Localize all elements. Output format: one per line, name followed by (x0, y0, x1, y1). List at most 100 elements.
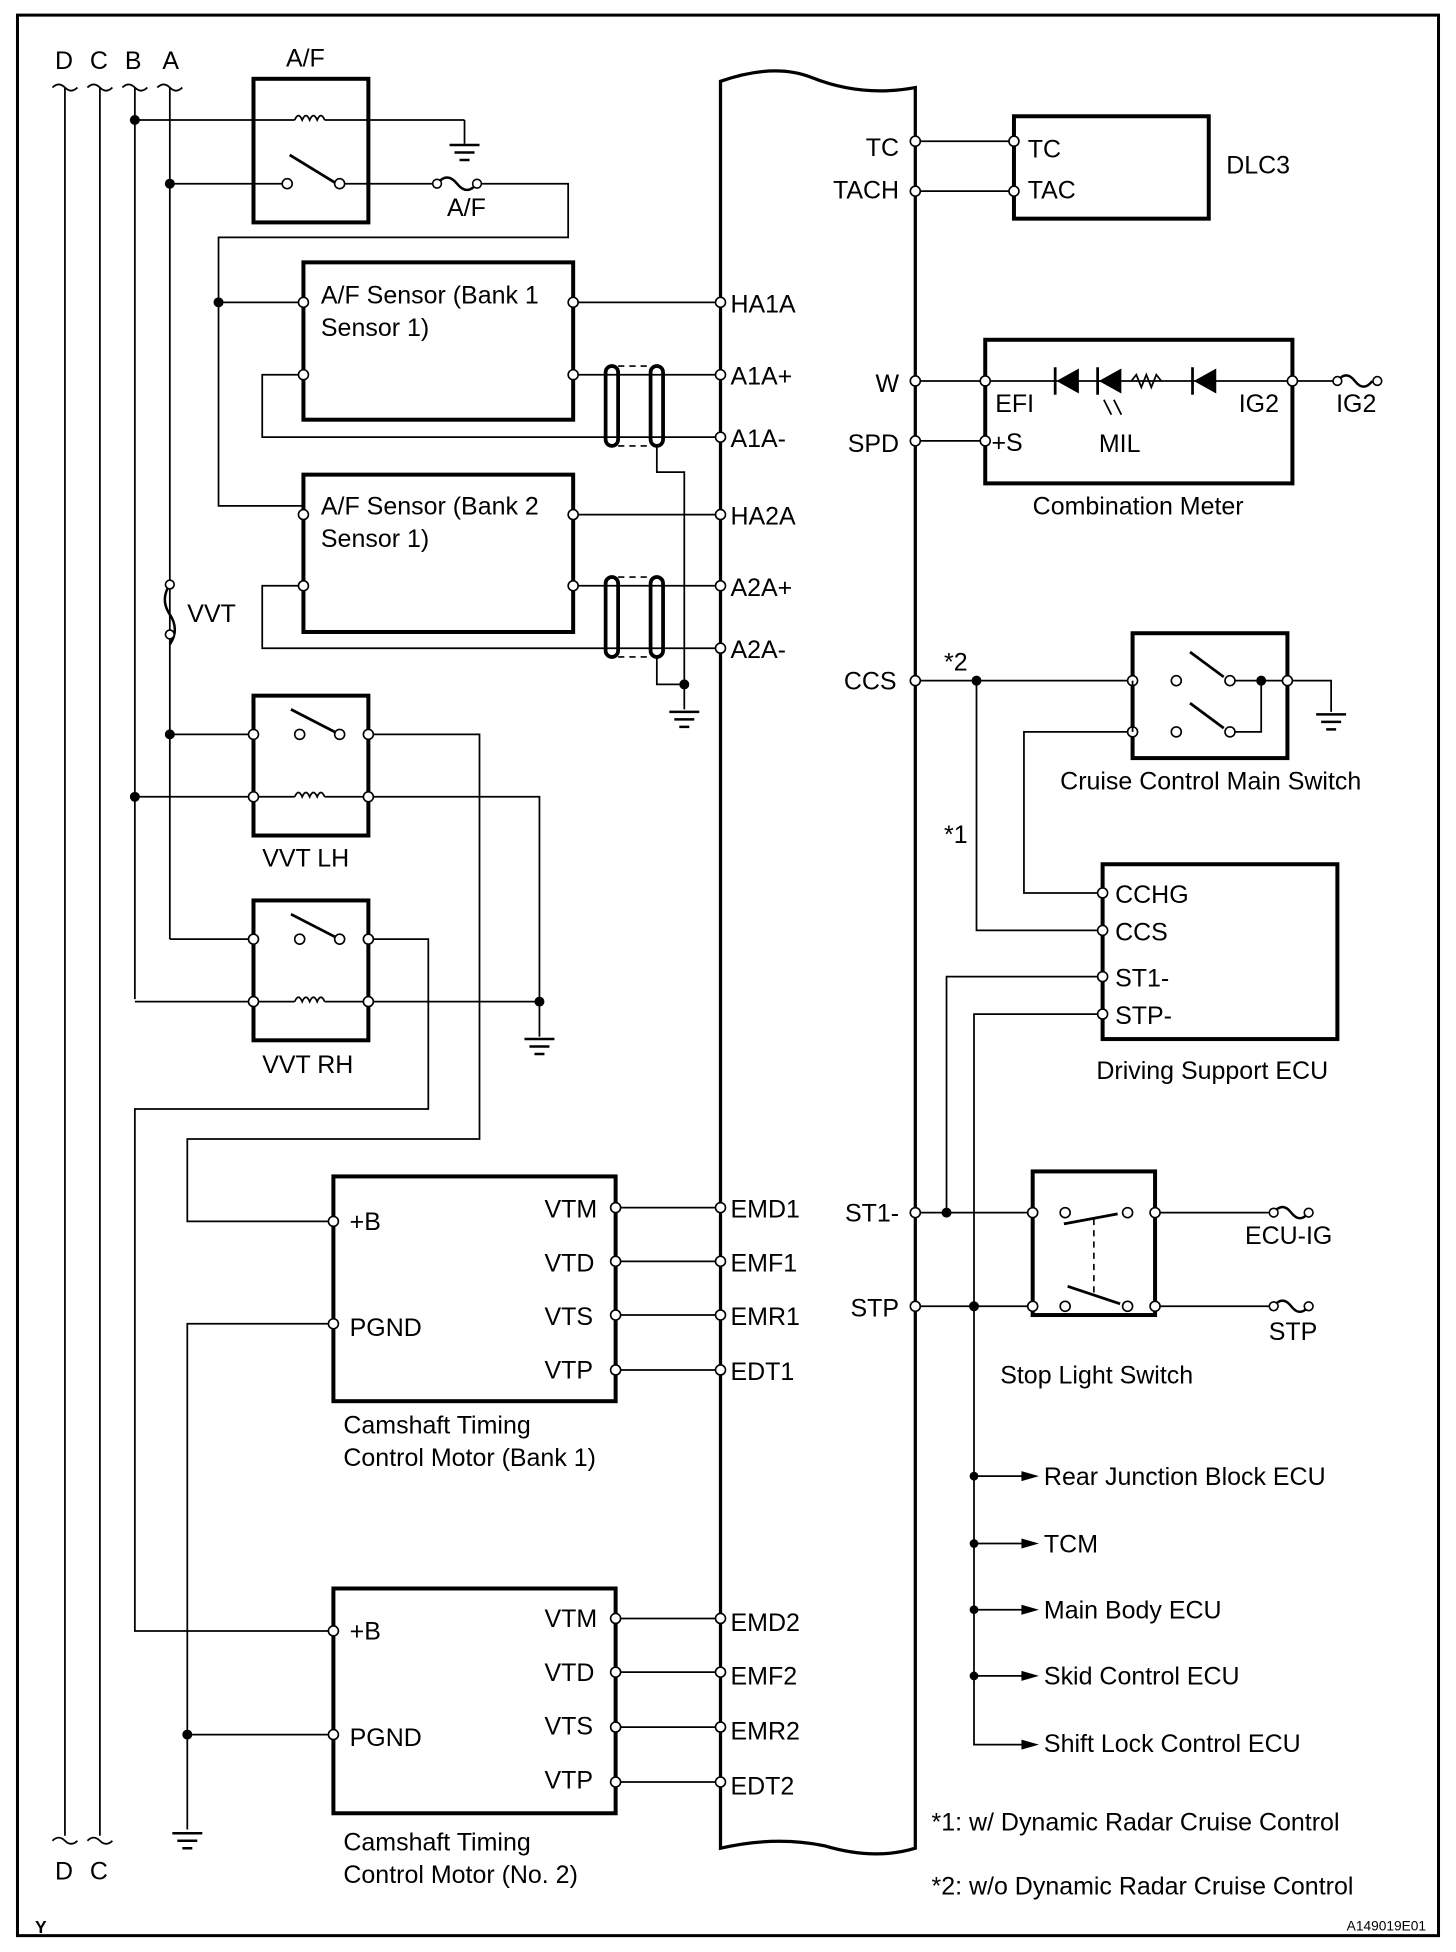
cruise-control-main-switch: *2 Cruise Control Main Switch (920, 631, 1361, 894)
note-mark-2: *2 (944, 649, 968, 677)
dlc3-pin-tc: TC (1028, 135, 1061, 163)
ecm-pin: EMF2 (714, 1663, 797, 1691)
dsecu-pin-ccs: CCS (1115, 918, 1168, 946)
ecm-pin: A1A+ (714, 363, 792, 391)
ecm-pin: EDT2 (714, 1773, 794, 1801)
ecm-pin: W (875, 370, 922, 398)
motor1-pin-vtd: VTD (544, 1249, 594, 1277)
motor2-pin-vts: VTS (544, 1713, 593, 1741)
vvt-fuse: VVT (163, 579, 236, 646)
ecm-pin-label: TACH (833, 177, 899, 205)
stp-outputs: Rear Junction Block ECU TCM Main Body EC… (969, 1463, 1326, 1758)
dlc3-pin-tac: TAC (1028, 177, 1076, 205)
output-label: Main Body ECU (1044, 1596, 1222, 1624)
driving-support-ecu-title: Driving Support ECU (1096, 1057, 1328, 1085)
motor1-pin-vtp: VTP (544, 1357, 593, 1385)
ecm-pin: TC (866, 134, 922, 162)
mil-led-icon (1096, 367, 1123, 416)
motor1-pin-b: +B (350, 1208, 381, 1236)
vvt-lh-label: VVT LH (262, 845, 349, 873)
ground-icon (524, 1037, 555, 1056)
motor2-pin-vtp: VTP (544, 1766, 593, 1794)
ground-icon (449, 143, 480, 162)
ecm-pin: A2A+ (714, 574, 792, 602)
fuse-icon (436, 176, 478, 192)
relay-coil-icon (293, 996, 326, 1004)
ecm-pin-label: EMD2 (730, 1609, 799, 1637)
meter-pin-efi: EFI (995, 390, 1034, 418)
af-fuse-label: A/F (447, 194, 486, 222)
ecm-pin: A2A- (714, 636, 786, 664)
ecm-pin-label: EDT2 (730, 1773, 794, 1801)
ecm-pin: HA1A (714, 290, 796, 318)
dlc3: TC TAC DLC3 (920, 114, 1290, 221)
ecm-pin-label: HA1A (730, 290, 796, 318)
mil-label: MIL (1099, 430, 1141, 458)
figure-id: A149019E01 (1347, 1919, 1426, 1934)
ecm-pin: ST1- (845, 1199, 922, 1227)
fuse-icon (1272, 1299, 1310, 1314)
motor1-pin-pgnd: PGND (350, 1314, 422, 1342)
diode-icon (1191, 367, 1217, 395)
ecm-pin: EMD2 (714, 1609, 800, 1637)
ecm-pin-label: EDT1 (730, 1358, 794, 1386)
af-sensor-2-line2: Sensor 1) (321, 525, 429, 553)
output-label: Shift Lock Control ECU (1044, 1730, 1301, 1758)
output-arrow: Main Body ECU (969, 1596, 1222, 1624)
cruise-switch-title: Cruise Control Main Switch (1060, 767, 1361, 795)
ecm-pin-label: ST1- (845, 1199, 899, 1227)
driving-support-ecu: *1 CCHG CCS ST1- STP- Driving Support EC… (944, 680, 1340, 1746)
ecm-pin: SPD (848, 430, 922, 458)
motor1-caption-1: Camshaft Timing (343, 1412, 530, 1440)
ecm-pin-label: A1A+ (730, 363, 792, 391)
ecm-pin: HA2A (714, 503, 796, 531)
ecm-pin-label: EMF1 (730, 1249, 797, 1277)
combination-meter-title: Combination Meter (1033, 493, 1244, 521)
bus-lines: D C B A D C (51, 47, 183, 1885)
ecm-pin-label: EMR2 (730, 1718, 799, 1746)
output-label: Rear Junction Block ECU (1044, 1463, 1326, 1491)
ecm-body (718, 69, 917, 1856)
motor2-pin-b: +B (350, 1618, 381, 1646)
ecm-pin: STP (851, 1294, 922, 1322)
bus-label-c-bottom: C (90, 1857, 108, 1885)
bus-label-d-bottom: D (55, 1857, 73, 1885)
meter-pin-ig2: IG2 (1239, 390, 1279, 418)
ground-icon (1316, 713, 1347, 731)
meter-pin-s: +S (991, 429, 1022, 457)
af-relay: A/F A/F (129, 44, 570, 507)
ecm-pin: A1A- (714, 425, 786, 453)
ecm-pin: EMF1 (714, 1249, 797, 1277)
ig2-fuse-label: IG2 (1336, 390, 1376, 418)
motor1-caption-2: Control Motor (Bank 1) (343, 1444, 596, 1472)
motor2-caption-1: Camshaft Timing (343, 1829, 530, 1857)
relay-coil-icon (293, 791, 326, 800)
vvt-lh-relay: VVT LH (129, 693, 541, 1223)
fuse-icon (1272, 1205, 1310, 1220)
output-arrow: Rear Junction Block ECU (969, 1463, 1326, 1491)
note-mark-1: *1 (944, 821, 968, 849)
stop-light-switch: ECU-IG STP Stop Light Switch (920, 1169, 1332, 1390)
af-relay-title: A/F (286, 44, 325, 72)
dlc3-title: DLC3 (1226, 152, 1290, 180)
ecm-pin-label: SPD (848, 430, 899, 458)
resistor-icon (1130, 372, 1162, 390)
motor1-pin-vtm: VTM (544, 1196, 597, 1224)
ecm-pin-label: STP (851, 1294, 900, 1322)
motor2-pin-vtm: VTM (544, 1605, 597, 1633)
ecm-pin: EMD1 (714, 1196, 800, 1224)
ecm-left-pins: HA1A A1A+ A1A- HA2A A2A+ A2A- EMD1 EMF1 … (714, 290, 800, 1801)
ecm-pin-label: A1A- (730, 425, 786, 453)
ecm-pin: EDT1 (714, 1358, 794, 1386)
ecm-pin: CCS (844, 667, 922, 695)
output-label: TCM (1044, 1530, 1098, 1558)
bus-label-d: D (55, 47, 73, 75)
vvt-fuse-label: VVT (187, 600, 236, 628)
ecm-pin-label: HA2A (730, 503, 796, 531)
bus-label-c: C (90, 47, 108, 75)
af-sensor-2-line1: A/F Sensor (Bank 2 (321, 493, 539, 521)
diode-icon (1053, 367, 1079, 395)
ecm-pin: EMR2 (714, 1718, 800, 1746)
bus-label-b: B (125, 47, 142, 75)
